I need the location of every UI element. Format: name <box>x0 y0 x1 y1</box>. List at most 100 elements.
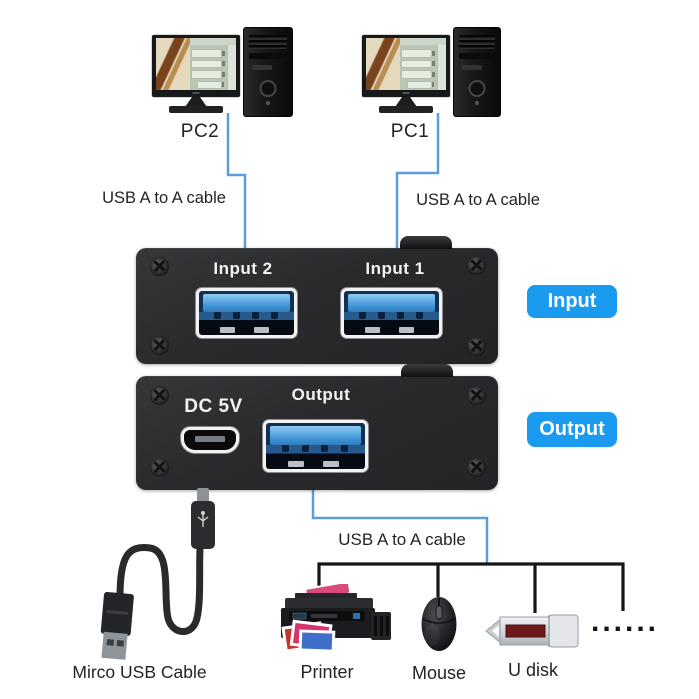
pc2-tower-power-button <box>266 101 270 105</box>
screw-icon <box>150 336 169 355</box>
output-panel: DC 5V Output <box>136 364 498 490</box>
printer-screen <box>292 612 307 620</box>
usb-tongue <box>202 293 291 313</box>
screw-icon <box>467 337 486 356</box>
udisk-label <box>505 624 546 638</box>
pc2-monitor-base <box>169 106 223 113</box>
printer-top <box>285 598 373 610</box>
input-badge: Input <box>527 285 617 318</box>
pc2-tower <box>243 27 293 117</box>
pc2-screen-sidepanel <box>227 44 236 90</box>
usb-port-input1[interactable] <box>341 288 442 338</box>
udisk-lanyard-hole <box>492 625 499 637</box>
usb-pin <box>281 445 289 452</box>
usb-cavity <box>344 291 439 335</box>
photo-image <box>301 632 333 650</box>
pc2-screen-row <box>192 50 225 57</box>
screw-icon <box>150 386 169 405</box>
pc2-tower-logo <box>259 80 277 97</box>
usb-pin <box>233 312 240 319</box>
pc2-monitor <box>152 35 240 113</box>
pc2-screen-row <box>192 60 225 68</box>
usb-tab <box>323 460 340 467</box>
pc2-screen-row <box>198 81 225 88</box>
mouse-body <box>421 597 457 651</box>
input1-port-label: Input 1 <box>365 259 425 278</box>
usb-pin <box>271 312 278 319</box>
usb-cavity <box>199 291 294 335</box>
output-panel-top-button[interactable] <box>401 364 453 377</box>
pc1-monitor-base <box>379 106 433 113</box>
micro-usb-cable-label: Mirco USB Cable <box>72 662 207 682</box>
printer-output-photo <box>298 629 336 653</box>
pc1-tower <box>453 27 501 117</box>
usb-trident-icon <box>197 515 209 527</box>
printer-usb-accent <box>353 613 360 619</box>
usb-cavity <box>266 423 365 469</box>
usb-pin <box>378 312 385 319</box>
udisk-illustration <box>485 614 579 648</box>
ink-slot <box>374 616 377 636</box>
pc1-tower-io <box>462 65 482 70</box>
udisk-label-text: U disk <box>507 660 558 680</box>
usb-tab <box>219 327 236 333</box>
usb-pin <box>301 445 309 452</box>
pc1-screen-photo <box>366 38 400 90</box>
usb-port-output[interactable] <box>263 420 368 472</box>
usb-pin <box>214 312 221 319</box>
usb-a-plug-body <box>100 591 134 636</box>
usb-tab <box>287 460 304 467</box>
mouse-label: Mouse <box>411 663 467 683</box>
usb-pin <box>397 312 404 319</box>
micro-usb-cable-illustration <box>100 488 215 660</box>
pc1-monitor-stand <box>395 97 417 107</box>
pc2-screen-row <box>192 71 225 78</box>
usb-pin <box>341 445 349 452</box>
input-panel: Input 2 Input 1 <box>136 236 498 364</box>
pc1-monitor-logo <box>402 92 410 94</box>
usb-tab <box>364 327 381 333</box>
usb-pin <box>359 312 366 319</box>
printer-label: Printer <box>300 662 354 682</box>
output-cable-line <box>311 488 489 563</box>
usb-a-plug <box>100 591 134 660</box>
input2-port-label: Input 2 <box>213 259 273 278</box>
pc1-tower-logo <box>468 80 486 97</box>
output-badge: Output <box>527 412 617 447</box>
pc1-tower-vents <box>459 35 495 49</box>
usb-port-input2[interactable] <box>196 288 297 338</box>
usb-tongue <box>347 293 436 313</box>
input-panel-top-button[interactable] <box>400 236 452 249</box>
pc1-screen-topbar <box>399 38 446 45</box>
pc1-screen-sidepanel <box>437 44 446 90</box>
usb-a-plug-brand <box>106 609 129 615</box>
output-port-label: Output <box>291 385 351 404</box>
usb-tongue <box>269 425 362 446</box>
pc2-tower-io <box>252 65 272 70</box>
pc1-tower-power-button <box>475 101 479 105</box>
usb-pin <box>321 445 329 452</box>
mouse-scroll-wheel <box>435 605 443 620</box>
usb-a-plug-hole <box>116 640 125 647</box>
usb-pin <box>252 312 259 319</box>
printer-illustration <box>281 584 391 653</box>
usb-tab <box>399 327 415 333</box>
screw-icon <box>467 386 486 405</box>
pc2-monitor-stand <box>185 97 207 107</box>
ink-slot <box>386 616 389 636</box>
usb-a-plug-hole <box>106 639 115 646</box>
pc1-label: PC1 <box>390 121 430 142</box>
screw-icon <box>150 458 169 477</box>
printer-buttons <box>311 614 337 618</box>
usb-trident-icon <box>201 511 205 515</box>
pc2-tower-vents <box>249 35 287 49</box>
usb-a-plug-metal <box>101 631 128 660</box>
ink-slot <box>380 616 383 636</box>
micro-usb-power-port[interactable] <box>181 427 239 453</box>
screw-icon <box>467 458 486 477</box>
output-cable-label: USB A to A cable <box>338 530 466 549</box>
pc1-monitor-bezel <box>362 35 450 97</box>
pc1-screen-row <box>402 71 435 78</box>
pc2-screen-topbar <box>189 38 236 45</box>
